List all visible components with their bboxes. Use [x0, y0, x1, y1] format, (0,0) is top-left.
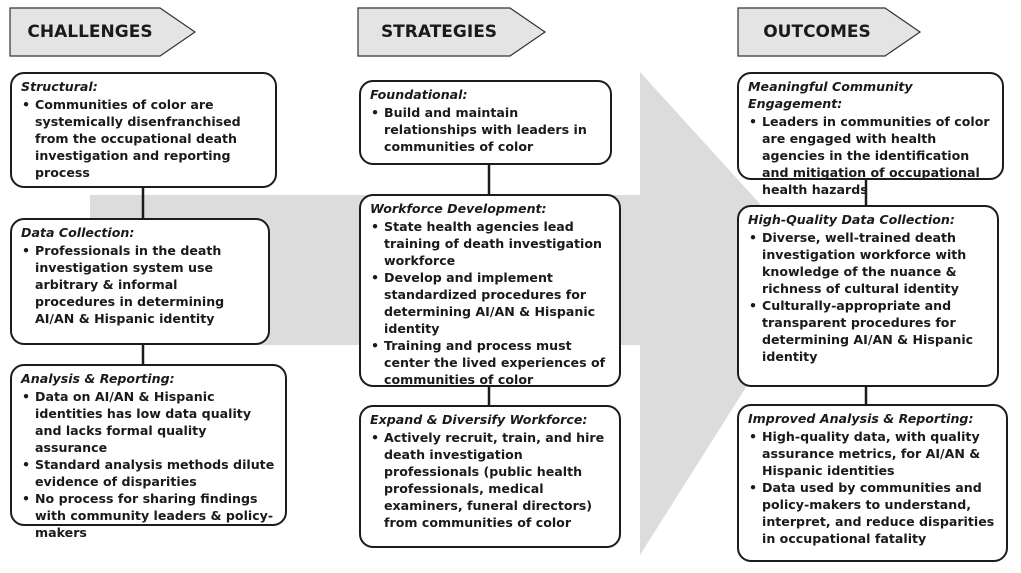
header-arrow-strategies	[357, 7, 547, 57]
bullet-item: Develop and implement standardized proce…	[370, 269, 611, 337]
box-title: High-Quality Data Collection:	[748, 212, 955, 227]
header-outcomes: OUTCOMES	[763, 22, 871, 42]
bullet-item: State health agencies lead training of d…	[370, 218, 611, 269]
box-data-collection: Data Collection: Professionals in the de…	[10, 218, 270, 345]
box-workforce-development: Workforce Development: State health agen…	[359, 194, 621, 387]
box-expand-diversify-workforce: Expand & Diversify Workforce: Actively r…	[359, 405, 621, 548]
bullet-item: Professionals in the death investigation…	[21, 242, 260, 327]
box-title: Improved Analysis & Reporting:	[748, 411, 974, 426]
bullet-item: Diverse, well-trained death investigatio…	[748, 229, 989, 297]
bullet-item: Data on AI/AN & Hispanic identities has …	[21, 388, 277, 456]
box-title: Meaningful Community Engagement:	[748, 79, 913, 111]
box-high-quality-data: High-Quality Data Collection: Diverse, w…	[737, 205, 999, 387]
box-title: Structural:	[21, 79, 98, 94]
bullet-item: Actively recruit, train, and hire death …	[370, 429, 611, 531]
bullet-item: No process for sharing findings with com…	[21, 490, 277, 541]
bullet-item: Communities of color are systemically di…	[21, 96, 267, 181]
box-analysis-reporting: Analysis & Reporting: Data on AI/AN & Hi…	[10, 364, 287, 540]
box-title: Workforce Development:	[370, 201, 547, 216]
bullet-item: Data used by communities and policy-make…	[748, 479, 998, 547]
box-structural: Structural: Communities of color are sys…	[10, 72, 277, 188]
box-title: Foundational:	[370, 87, 468, 102]
bullet-item: High-quality data, with quality assuranc…	[748, 428, 998, 479]
box-community-engagement: Meaningful Community Engagement: Leaders…	[737, 72, 1004, 197]
bullet-item: Training and process must center the liv…	[370, 337, 611, 388]
header-strategies: STRATEGIES	[380, 22, 498, 42]
box-title: Analysis & Reporting:	[21, 371, 175, 386]
bullet-item: Leaders in communities of color are enga…	[748, 113, 994, 198]
bullet-item: Culturally-appropriate and transparent p…	[748, 297, 989, 365]
header-arrow-challenges	[9, 7, 197, 57]
box-title: Expand & Diversify Workforce:	[370, 412, 588, 427]
header-arrow-outcomes	[737, 7, 922, 57]
bullet-item: Build and maintain relationships with le…	[370, 104, 602, 155]
header-challenges: CHALLENGES	[27, 22, 153, 42]
box-foundational: Foundational: Build and maintain relatio…	[359, 80, 612, 165]
box-improved-analysis: Improved Analysis & Reporting: High-qual…	[737, 404, 1008, 562]
bullet-item: Standard analysis methods dilute evidenc…	[21, 456, 277, 490]
box-title: Data Collection:	[21, 225, 135, 240]
